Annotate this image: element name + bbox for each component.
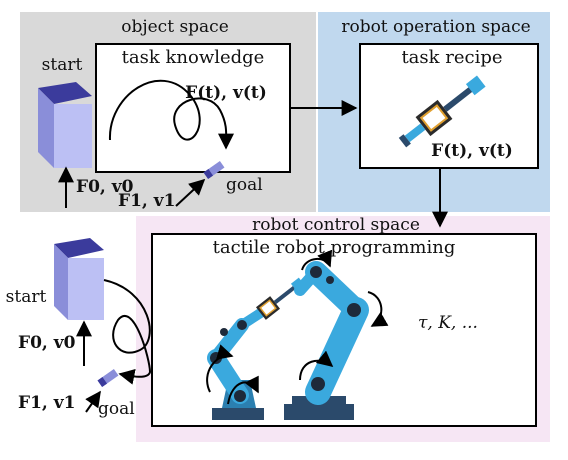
object-force-velocity-0: F0, v0 [76,177,134,197]
task-recipe-title: task recipe [401,47,502,68]
control-force-velocity-0: F0, v0 [18,333,76,353]
tactile-programming-title: tactile robot programming [213,237,456,258]
object-force-velocity-1: F1, v1 [118,191,175,211]
control-goal-tool-icon [97,368,119,388]
object-force-arrow-1 [175,178,206,207]
gripper-icon [398,75,486,148]
control-force-arrow-1 [85,390,101,413]
control-start-cube-icon [54,238,104,320]
task-knowledge-title: task knowledge [122,47,265,68]
object-start-label: start [42,55,83,75]
control-force-velocity-1: F1, v1 [18,393,75,413]
object-space-title: object space [121,17,229,37]
task-knowledge-formula: F(t), v(t) [185,83,267,103]
control-trajectory [103,279,152,385]
control-parameters: τ, K, ... [418,313,478,333]
control-start-label: start [6,287,47,307]
task-recipe-formula: F(t), v(t) [431,141,513,161]
robot-arm-right-icon [284,249,389,420]
object-goal-label: goal [226,175,263,195]
control-gripper-icon [255,277,305,320]
robot-operation-space-title: robot operation space [341,17,530,37]
start-cube-icon [38,82,92,168]
robot-arm-left-icon [206,307,267,420]
control-goal-label: goal [98,399,135,419]
task-knowledge-trajectory [108,79,235,150]
robot-control-space-title: robot control space [252,215,420,235]
goal-tool-icon [203,160,225,180]
